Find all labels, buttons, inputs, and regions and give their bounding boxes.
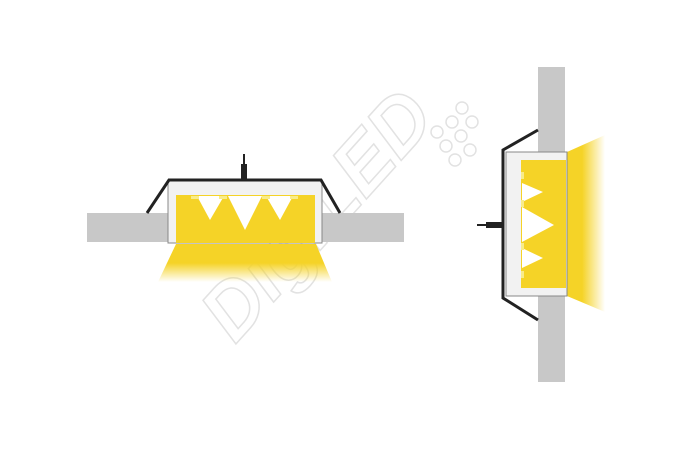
- ceiling-recessed-profile: [87, 154, 404, 282]
- beam-gap: [228, 196, 262, 230]
- light-beam: [567, 135, 605, 312]
- ceiling-slab-left: [87, 213, 171, 242]
- cable-connector: [241, 164, 247, 181]
- beam-gap: [197, 196, 224, 220]
- ceiling-slab-right: [319, 213, 404, 242]
- light-beam: [158, 244, 332, 282]
- cable-connector: [486, 222, 503, 228]
- beam-gap: [522, 248, 543, 268]
- beam-gap: [522, 207, 554, 242]
- led-chips: [521, 172, 524, 278]
- beam-gap: [522, 183, 543, 202]
- led-chips: [191, 196, 298, 199]
- beam-gap: [266, 196, 293, 220]
- wall-recessed-profile: [477, 67, 605, 382]
